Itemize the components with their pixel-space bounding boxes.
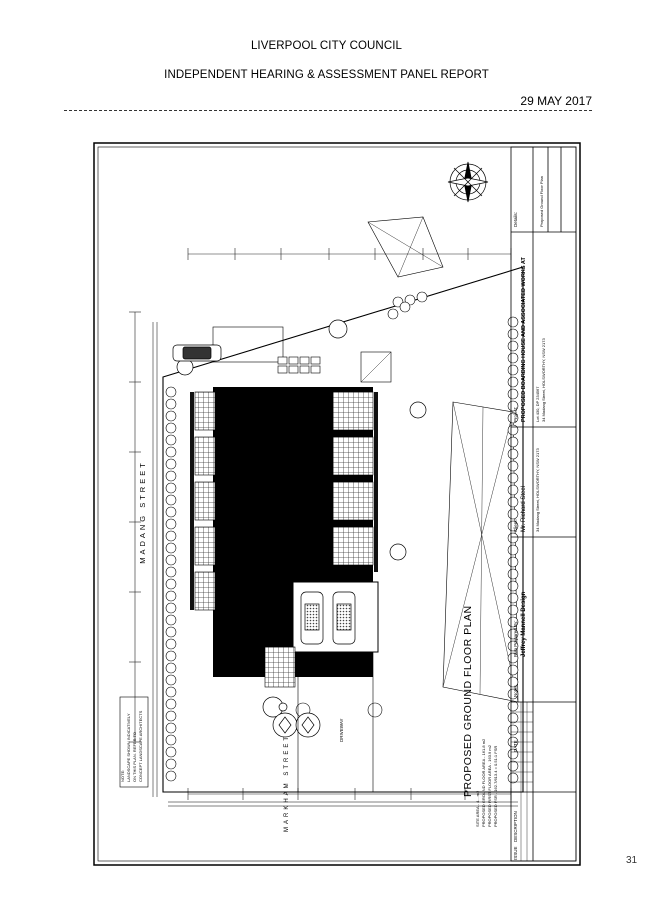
dimension-line-left	[129, 311, 141, 743]
date-label: DATE	[513, 740, 518, 752]
svg-text:CONCEPT LANDSCAPE ARCHITECTS: CONCEPT LANDSCAPE ARCHITECTS	[138, 710, 143, 782]
driveway-outline	[297, 652, 374, 792]
landscape-note-box	[119, 696, 149, 788]
project-title: PROPOSED BOARDING HOUSE AND ASSOCIATED W…	[521, 257, 527, 422]
client-name: Mr. Richard Steel	[521, 486, 527, 532]
details-label: Details:	[513, 212, 518, 227]
title-block-text: ISSUE DESCRIPTION DATE Notes Plan Prepar…	[513, 176, 546, 860]
private-open-space	[360, 351, 392, 383]
rotated-drawing-text: MADANG STREET MARKHAM STREET DRIVEWAY PR…	[120, 460, 498, 832]
designer-name: Jeffrey Mannell Design	[521, 591, 527, 657]
entry-stair	[264, 646, 296, 688]
driveway-label: DRIVEWAY	[339, 718, 344, 742]
page-number: 31	[626, 855, 638, 866]
svg-text:PROPOSED GROUND FLOOR AREA - 1: PROPOSED GROUND FLOOR AREA - 161.8 m2	[481, 738, 486, 827]
project-address: 34 Madang Street, HOLSWORTHY, NSW 2173	[541, 338, 546, 422]
report-date: 29 MAY 2017	[520, 94, 592, 108]
plan-prepared-label: Plan Prepared By:	[513, 620, 518, 657]
svg-text:PROPOSED FIRST FLOOR AREA - 16: PROPOSED FIRST FLOOR AREA - 163.9 m2	[487, 744, 492, 827]
north-point-icon	[447, 161, 489, 203]
svg-text:ON THIS PLAN. REFER TO: ON THIS PLAN. REFER TO	[132, 732, 137, 782]
room-balconies-left	[194, 391, 216, 611]
car-top	[172, 344, 222, 362]
svg-text:NOTE:: NOTE:	[120, 770, 125, 782]
client-label: Client:	[513, 519, 518, 532]
site-notes: SITE AREA - 4... m2 PROPOSED GROUND FLOO…	[475, 738, 498, 827]
dimension-line-top	[187, 248, 512, 260]
details-value: Proposed Ground Floor Plan	[539, 176, 544, 227]
project-label: Project:	[513, 407, 518, 422]
client-address: 34 Madang Street, HOLSWORTHY, NSW 2173	[535, 448, 540, 532]
issue-label: ISSUE	[513, 846, 518, 860]
carparking-space	[212, 326, 284, 363]
description-label: DESCRIPTION	[513, 811, 518, 842]
council-name: LIVERPOOL CITY COUNCIL	[250, 40, 403, 52]
boundary-shrubs	[165, 291, 519, 784]
svg-text:SITE AREA - 4... m2: SITE AREA - 4... m2	[475, 790, 480, 827]
svg-text:PROPOSED FSR - 162.7/613.4 = 0: PROPOSED FSR - 162.7/613.4 = 0.51:1 FSR	[493, 746, 498, 827]
planter-strips	[190, 392, 378, 610]
report-title: INDEPENDENT HEARING & ASSESSMENT PANEL R…	[164, 69, 489, 81]
revision-table	[511, 702, 533, 861]
garage-cars	[300, 591, 356, 645]
street-label-markham: MARKHAM STREET	[284, 734, 290, 832]
landscape-note: NOTE: LANDSCAPE SHOWN INDICATIVELY ON TH…	[120, 710, 143, 782]
notes-label: Notes	[513, 684, 518, 697]
project-lot: Lot 430, DP 234567	[535, 386, 540, 422]
header-rule	[64, 110, 592, 111]
street-label-madang: MADANG STREET	[138, 460, 147, 564]
svg-text:LANDSCAPE SHOWN INDICATIVELY: LANDSCAPE SHOWN INDICATIVELY	[126, 713, 131, 782]
ground-floor-plan-drawing: MADANG STREET MARKHAM STREET DRIVEWAY PR…	[93, 142, 581, 866]
plan-title: PROPOSED GROUND FLOOR PLAN	[462, 605, 474, 797]
site-boundary	[162, 266, 524, 793]
room-balconies-right	[332, 391, 374, 566]
bike-racks	[277, 356, 321, 374]
